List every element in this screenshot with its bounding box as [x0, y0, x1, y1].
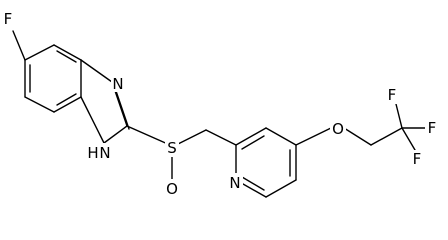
bond [53, 44, 82, 61]
sulfur-atom-label: S [167, 139, 177, 157]
bond [177, 129, 207, 145]
bond [235, 127, 267, 146]
bond-double [241, 135, 265, 150]
structure-diagram: F N H N S O N O F F F [1, 9, 439, 198]
bond [265, 179, 297, 198]
imidazole-nh-nitrogen-label: N [99, 144, 110, 162]
bond-double [56, 50, 77, 63]
bond [205, 129, 237, 146]
bond [343, 127, 372, 146]
bond [24, 96, 55, 113]
bonds [12, 30, 426, 198]
bond [401, 127, 416, 151]
bond-double [241, 176, 265, 191]
sulfoxide-oxygen-label: O [166, 180, 178, 198]
pyridine-nitrogen-label: N [229, 174, 240, 192]
bond-double [56, 93, 77, 106]
bond [80, 59, 113, 83]
atom-labels: F N H N S O N O F F F [1, 9, 439, 198]
bond [394, 99, 403, 129]
bond [265, 127, 297, 146]
bond [126, 125, 171, 146]
ether-oxygen-label: O [332, 120, 344, 138]
imidazole-nh-hydrogen-label: H [87, 144, 98, 162]
bond [53, 96, 82, 113]
bond [24, 44, 55, 61]
bond [370, 127, 403, 146]
trifluoro-fluorine-top-label: F [388, 86, 397, 104]
bond [295, 127, 332, 146]
bond [12, 30, 26, 61]
fluorine-atom-label: F [4, 10, 13, 28]
trifluoro-fluorine-right-label: F [428, 119, 437, 137]
trifluoro-fluorine-bottom-label: F [413, 150, 422, 168]
bond [103, 125, 128, 144]
bond [80, 96, 105, 144]
bond-double [115, 90, 130, 130]
imidazole-nitrogen-label: N [112, 75, 123, 93]
